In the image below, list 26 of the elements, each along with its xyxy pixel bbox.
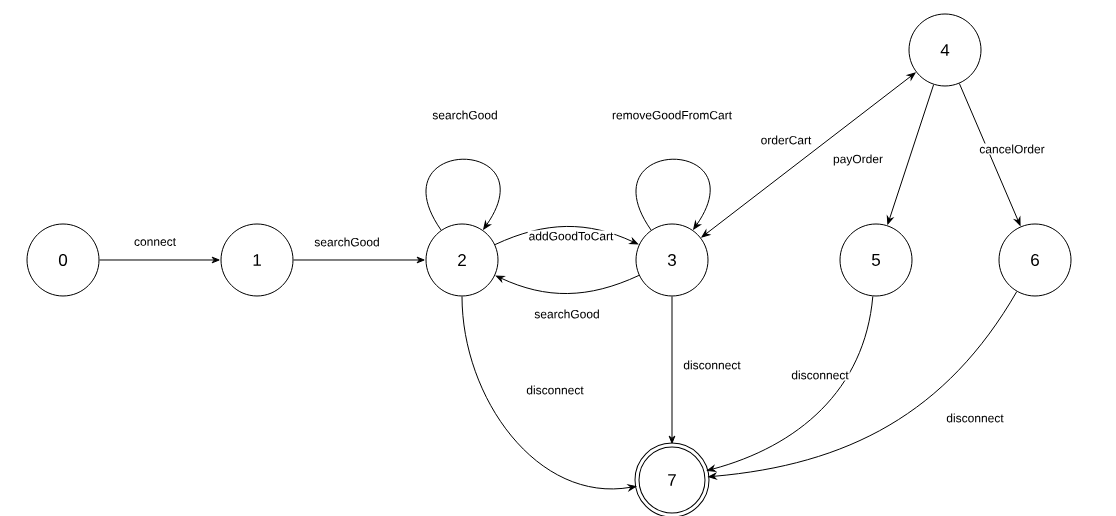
arrow: [708, 291, 1018, 480]
arrow: [494, 225, 639, 246]
loop-arrow: [425, 158, 501, 231]
arrow: [958, 83, 1021, 226]
edge-label: orderCart: [759, 134, 813, 146]
edge-label: payOrder: [832, 153, 884, 167]
arrow: [886, 84, 935, 225]
edge-label: searchGood: [313, 236, 381, 248]
edge-label: disconnect: [790, 369, 850, 381]
edge-label: searchGood: [533, 308, 601, 320]
arrow: [495, 274, 640, 295]
edge-label: disconnect: [682, 359, 742, 371]
arrow: [99, 256, 220, 264]
loop-arrow: [635, 158, 711, 231]
edge-label: disconnect: [525, 384, 585, 396]
edge-label: removeGoodFromCart: [611, 109, 733, 121]
edge-label: searchGood: [431, 109, 499, 121]
edge-label: connect: [133, 237, 178, 247]
edge-label: cancelOrder: [978, 143, 1046, 155]
arrow: [293, 256, 425, 264]
arrow: [461, 296, 637, 491]
arrow: [707, 295, 874, 472]
edge-label: disconnect: [945, 412, 1005, 424]
double-arrow: [701, 72, 916, 238]
edge-label: addGoodToCart: [527, 230, 615, 242]
arrow: [668, 296, 676, 444]
